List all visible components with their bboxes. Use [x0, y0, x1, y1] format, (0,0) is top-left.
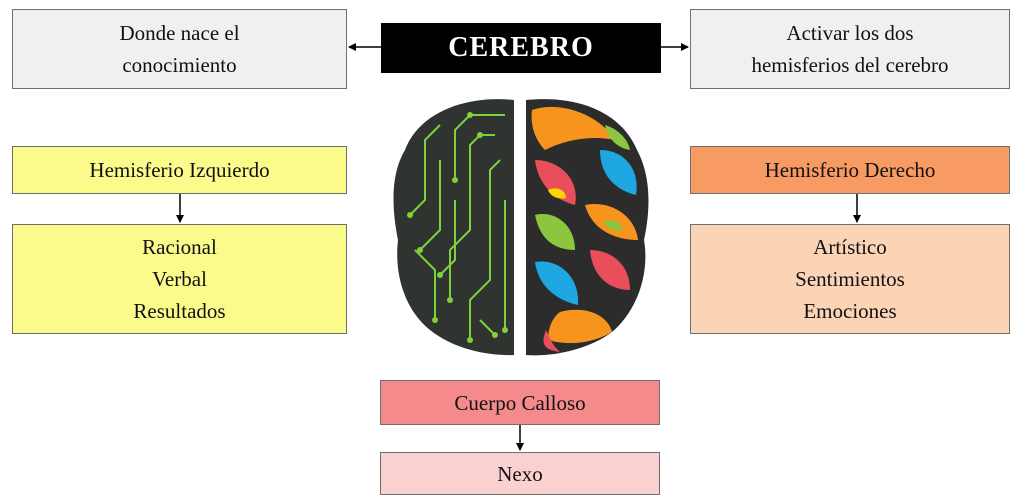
left-hemisphere-traits: Racional Verbal Resultados — [12, 224, 347, 334]
right-trait: Artístico — [813, 235, 887, 259]
brain-left-hemisphere — [393, 99, 514, 356]
left-hemisphere-label: Hemisferio Izquierdo — [89, 158, 270, 182]
left-trait: Racional — [142, 235, 217, 259]
brain-illustration — [393, 99, 649, 356]
concept-box-activate: Activar los dos hemisferios del cerebro — [690, 9, 1010, 89]
right-hemisphere-header: Hemisferio Derecho — [690, 146, 1010, 194]
left-trait: Resultados — [133, 299, 226, 323]
origin-line-1: Donde nace el — [119, 21, 240, 45]
corpus-callosum-value: Nexo — [497, 461, 543, 486]
origin-line-2: conocimiento — [122, 53, 237, 77]
activate-line-1: Activar los dos — [786, 21, 914, 45]
corpus-callosum-label: Cuerpo Calloso — [454, 390, 586, 415]
corpus-callosum-header: Cuerpo Calloso — [380, 380, 660, 425]
right-hemisphere-traits: Artístico Sentimientos Emociones — [690, 224, 1010, 334]
left-trait: Verbal — [152, 267, 207, 291]
concept-box-origin: Donde nace el conocimiento — [12, 9, 347, 89]
right-trait: Emociones — [803, 299, 897, 323]
right-trait: Sentimientos — [795, 267, 905, 291]
activate-line-2: hemisferios del cerebro — [751, 53, 949, 77]
left-hemisphere-header: Hemisferio Izquierdo — [12, 146, 347, 194]
right-hemisphere-label: Hemisferio Derecho — [764, 158, 936, 182]
diagram-title: CEREBRO — [381, 23, 661, 73]
